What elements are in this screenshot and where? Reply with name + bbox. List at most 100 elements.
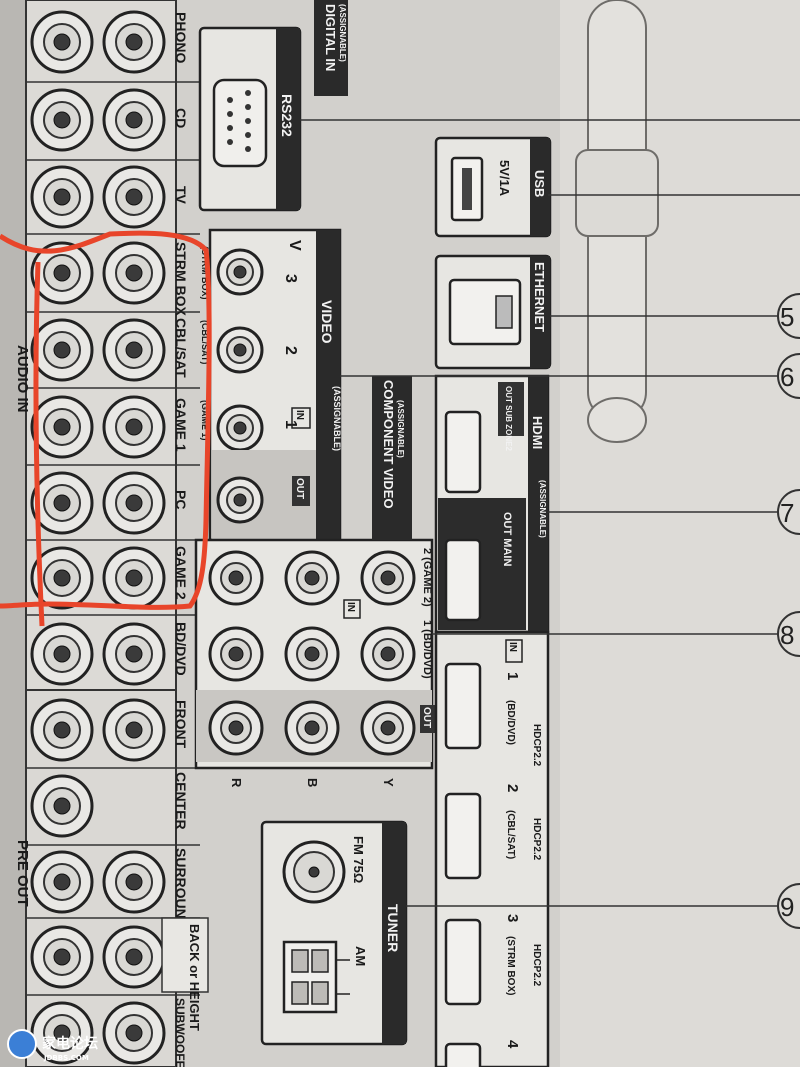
callout-9-circle — [777, 883, 800, 929]
pre-out-label: PRE OUT — [14, 840, 31, 907]
callout-9: 9 — [780, 892, 794, 922]
rca-jack — [102, 88, 166, 152]
hdmi-in2-hdcp: HDCP2.2 — [531, 818, 542, 861]
hdmi-out-sub-port — [444, 410, 482, 494]
rs232-port — [212, 78, 268, 168]
hdmi-in3-num: 3 — [504, 914, 521, 922]
video-input-3-assign: (STRM BOX) — [200, 246, 210, 300]
rca-jack — [30, 698, 94, 762]
rca-jack — [102, 1001, 166, 1065]
hdmi-in-label: IN — [507, 642, 518, 652]
callout-7: 7 — [780, 498, 794, 528]
preout-label-center: CENTER — [173, 772, 189, 830]
hdmi-in3-port — [444, 918, 482, 1006]
component-video-title: COMPONENT VIDEO — [381, 380, 396, 509]
callout-markers: 5 6 7 8 9 — [777, 293, 800, 929]
rca-jack — [216, 404, 264, 452]
rca-jack — [360, 550, 416, 606]
hdmi-in3-assign: (STRM BOX) — [505, 936, 516, 995]
component-video-subtitle: (ASSIGNABLE) — [396, 400, 405, 458]
video-subtitle: (ASSIGNABLE) — [332, 386, 342, 451]
component-in-label: IN — [345, 602, 356, 612]
watermark-text: 家电论坛 — [42, 1035, 98, 1052]
pre-out-channel-labels: FRONT CENTER SURROUND BACK or HEIGHT SUB… — [161, 700, 209, 1067]
hdmi-out-sub-label: OUT SUB ZONE2 — [504, 386, 513, 451]
forum-watermark: 家电论坛 JDBBS.COM — [7, 1029, 98, 1062]
input-label-strm-box: STRM BOX — [173, 242, 189, 317]
component-out-label: OUT — [421, 707, 432, 728]
ethernet-label: ETHERNET — [532, 262, 547, 332]
back-height-label-box — [161, 917, 209, 993]
rca-jack — [30, 241, 94, 305]
tuner-title: TUNER — [385, 904, 401, 952]
rca-jack — [102, 241, 166, 305]
rca-jack — [102, 546, 166, 610]
hdmi-in2-assign: (CBL/SAT) — [505, 810, 516, 859]
preout-label-surround: SURROUND — [173, 848, 189, 929]
video-input-1-assign: (GAME 1) — [200, 400, 210, 441]
audio-in-jacks — [30, 10, 166, 686]
hdmi-in1-hdcp: HDCP2.2 — [531, 724, 542, 767]
watermark-logo-icon — [7, 1029, 37, 1059]
input-label-pc: PC — [173, 490, 189, 509]
hdmi-in4-port — [444, 1042, 482, 1067]
component-out-box — [420, 705, 436, 733]
rca-jack — [102, 698, 166, 762]
rs232-pins — [227, 90, 251, 152]
preout-label-front: FRONT — [173, 700, 189, 749]
component-channel-y: Y — [381, 778, 396, 787]
rca-jack — [216, 248, 264, 296]
rca-jack — [102, 318, 166, 382]
component-in1-label: 1 (BD/DVD) — [421, 620, 433, 679]
usb-block: USB 5V/1A — [434, 136, 552, 238]
watermark-sub: JDBBS.COM — [43, 1054, 89, 1062]
ethernet-block: ETHERNET — [434, 254, 552, 370]
video-in-label: IN — [294, 410, 305, 420]
rca-jack — [30, 774, 94, 838]
rca-jack — [360, 626, 416, 682]
video-out-box — [292, 476, 310, 506]
component-in-box — [343, 599, 361, 619]
rs232-label: RS232 — [279, 94, 295, 137]
video-input-2-assign: (CBL/SAT) — [200, 320, 210, 364]
rca-jack — [30, 925, 94, 989]
preout-label-back-height: BACK or HEIGHT — [187, 924, 202, 1031]
ethernet-port-clip — [495, 295, 513, 329]
callout-8: 8 — [780, 620, 794, 650]
video-input-2-num: 2 — [282, 346, 299, 355]
leader-lines — [300, 119, 800, 907]
rca-jack — [284, 550, 340, 606]
audio-in-input-labels: PHONO CD TV STRM BOX CBL/SAT GAME 1 PC G… — [173, 12, 189, 676]
rca-jack — [284, 626, 340, 682]
component-in2-label: 2 (GAME 2) — [421, 548, 433, 607]
hdmi-in1-port — [444, 662, 482, 750]
tuner-fm-label: FM 75Ω — [351, 836, 366, 883]
usb-label: USB — [532, 170, 547, 197]
video-in-box — [291, 407, 311, 429]
hdmi-in4-num: 4 — [504, 1040, 521, 1049]
callout-8-circle — [777, 611, 800, 657]
rca-jack — [30, 1001, 94, 1065]
hdmi-title: HDMI — [530, 416, 545, 449]
callout-5: 5 — [780, 302, 794, 332]
rca-jack — [30, 546, 94, 610]
video-out-label: OUT — [294, 478, 305, 499]
rca-jack — [30, 88, 94, 152]
rca-jack — [30, 395, 94, 459]
hdmi-in-box — [505, 639, 523, 663]
am-antenna-terminal — [282, 940, 350, 1014]
rca-jack — [208, 550, 264, 606]
video-v-label: V — [286, 240, 303, 251]
callout-7-circle — [777, 489, 800, 535]
component-channel-r: R — [229, 778, 244, 788]
input-label-phono: PHONO — [173, 12, 189, 63]
hdmi-out-main-port — [444, 538, 482, 622]
hdmi-out-sub-box — [498, 382, 524, 436]
rca-jack — [216, 326, 264, 374]
rca-jack — [30, 165, 94, 229]
callout-6: 6 — [780, 362, 794, 392]
input-label-game2: GAME 2 — [173, 546, 189, 600]
video-section: VIDEO (ASSIGNABLE) V 3 2 1 (STRM BOX) (C… — [200, 228, 342, 542]
hdmi-in3-hdcp: HDCP2.2 — [531, 944, 542, 987]
